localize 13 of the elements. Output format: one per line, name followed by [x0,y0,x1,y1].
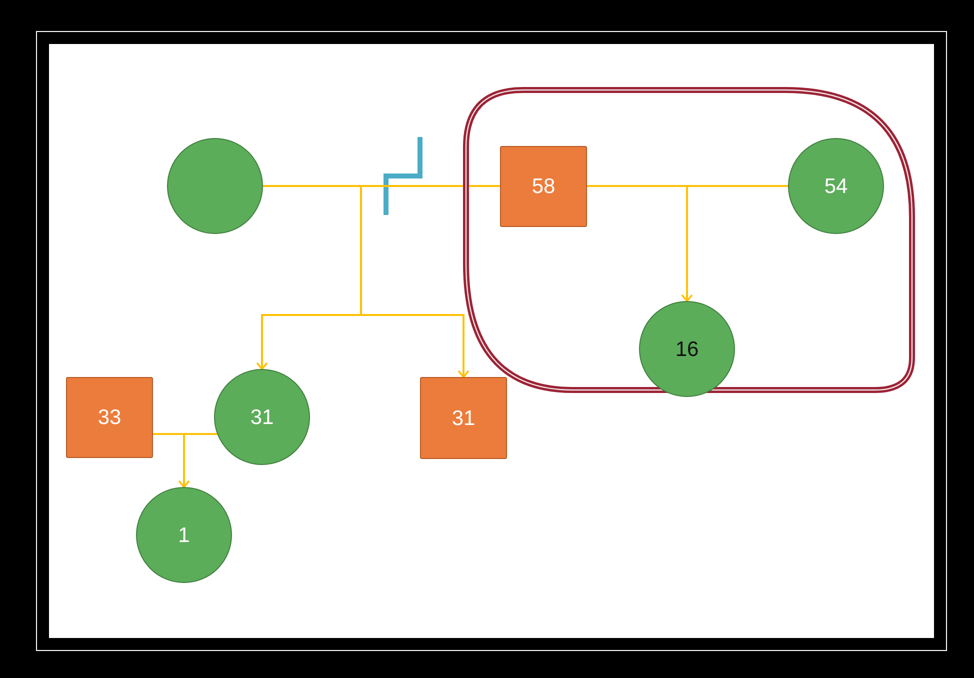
age-label: 1 [178,524,190,546]
age-label: 31 [250,406,274,428]
age-label: 58 [532,176,556,196]
age-label: 54 [824,176,848,196]
connector-line [360,185,500,378]
person-square [500,146,587,226]
person-square [420,377,507,459]
age-label: 33 [98,406,122,428]
age-label: 31 [452,408,476,428]
connector-line [178,433,218,488]
person-square [66,376,153,458]
connector-line [681,185,788,302]
age-label: 16 [675,338,699,360]
